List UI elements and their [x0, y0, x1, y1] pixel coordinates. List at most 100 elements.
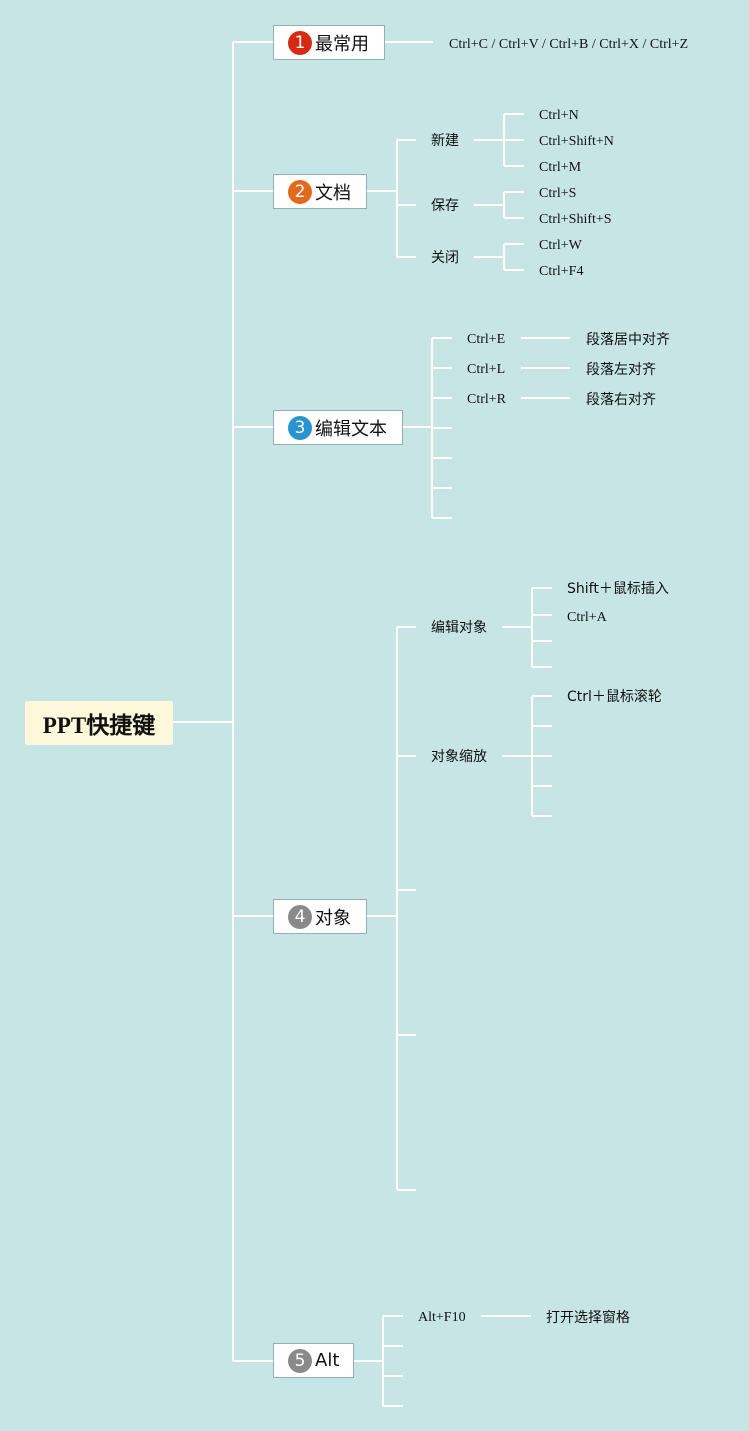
connector-line [532, 614, 552, 616]
connector-line [521, 337, 570, 339]
connector-line [397, 256, 416, 258]
shortcut-label: Ctrl+R [467, 392, 507, 407]
connector-line [233, 41, 273, 43]
shortcut-label: Ctrl+S [539, 186, 577, 201]
root-title: PPT快捷键 [42, 713, 156, 738]
shortcut-label: Ctrl＋鼠标滚轮 [567, 689, 662, 705]
shortcut-description: 打开选择窗格 [546, 1310, 630, 1326]
connector-line [504, 243, 524, 245]
connector-line [396, 627, 398, 1190]
shortcut-label: Ctrl+Shift+N [539, 134, 614, 149]
branch-alt[interactable]: 5 Alt [273, 1343, 354, 1378]
connector-line [397, 204, 416, 206]
connector-line [504, 113, 524, 115]
number-badge-icon: 4 [288, 904, 312, 929]
connector-line [504, 191, 524, 193]
connector-line [232, 42, 234, 1361]
connector-line [382, 1316, 384, 1406]
shortcut-label: Alt+F10 [418, 1310, 466, 1325]
connector-line [385, 41, 433, 43]
group-label-close: 关闭 [431, 250, 459, 266]
connector-line [233, 190, 273, 192]
connector-line [503, 244, 505, 270]
connector-line [432, 457, 452, 459]
connector-line [383, 1345, 403, 1347]
connector-line [521, 367, 570, 369]
shortcut-label: Ctrl+L [467, 362, 506, 377]
connector-line [233, 1360, 273, 1362]
connector-line [396, 140, 398, 257]
shortcut-description: 段落左对齐 [586, 362, 656, 378]
connector-line [532, 666, 552, 668]
connector-line [474, 256, 504, 258]
connector-line [503, 192, 505, 218]
connector-line [474, 204, 504, 206]
connector-line [383, 1375, 403, 1377]
connector-line [383, 1315, 403, 1317]
connector-line [403, 426, 432, 428]
branch-object[interactable]: 4 对象 [273, 899, 367, 934]
connector-line [504, 139, 524, 141]
shortcut-description: 段落居中对齐 [586, 332, 670, 348]
connector-line [502, 626, 532, 628]
connector-line [502, 755, 532, 757]
connector-line [432, 337, 452, 339]
connector-line [397, 139, 416, 141]
connector-line [532, 815, 552, 817]
connector-line [383, 1405, 403, 1407]
group-label-save: 保存 [431, 198, 459, 214]
connector-line [397, 626, 416, 628]
connector-line [367, 190, 397, 192]
branch-title: 编辑文本 [315, 418, 387, 440]
connector-line [233, 426, 273, 428]
connector-line [532, 587, 552, 589]
group-label-new: 新建 [431, 133, 459, 149]
connector-line [432, 397, 452, 399]
connector-line [397, 1189, 416, 1191]
shortcut-label: Ctrl+A [567, 610, 607, 625]
connector-line [531, 588, 533, 667]
connector-line [354, 1360, 383, 1362]
group-label-edit-object: 编辑对象 [431, 620, 487, 636]
connector-line [481, 1315, 531, 1317]
number-badge-icon: 5 [288, 1348, 312, 1373]
shortcut-label: Ctrl+M [539, 160, 582, 175]
shortcut-label: Shift＋鼠标插入 [567, 581, 669, 597]
connector-line [432, 517, 452, 519]
group-label-object-zoom: 对象缩放 [431, 749, 487, 765]
shortcut-label: Ctrl+C / Ctrl+V / Ctrl+B / Ctrl+X / Ctrl… [449, 37, 689, 52]
connector-line [532, 755, 552, 757]
branch-title: Alt [315, 1350, 340, 1371]
branch-title: 文档 [315, 182, 351, 204]
connector-line [432, 487, 452, 489]
branch-title: 最常用 [315, 33, 369, 55]
connector-line [474, 139, 504, 141]
connector-line [173, 721, 233, 723]
connector-line [432, 367, 452, 369]
shortcut-label: Ctrl+E [467, 332, 506, 347]
branch-document[interactable]: 2 文档 [273, 174, 367, 209]
connector-line [397, 889, 416, 891]
shortcut-label: Ctrl+W [539, 238, 582, 253]
branch-title: 对象 [315, 907, 351, 929]
connector-line [532, 725, 552, 727]
shortcut-label: Ctrl+F4 [539, 264, 584, 279]
connector-line [504, 217, 524, 219]
number-badge-icon: 1 [288, 30, 312, 55]
shortcut-label: Ctrl+Shift+S [539, 212, 612, 227]
connector-line [367, 915, 397, 917]
number-badge-icon: 3 [288, 415, 312, 440]
connector-line [504, 165, 524, 167]
connector-line [504, 269, 524, 271]
number-badge-icon: 2 [288, 179, 312, 204]
connector-line [521, 397, 570, 399]
connector-line [432, 427, 452, 429]
connector-line [397, 755, 416, 757]
root-node[interactable]: PPT快捷键 [25, 701, 173, 745]
connector-line [397, 1034, 416, 1036]
branch-most-used[interactable]: 1 最常用 [273, 25, 385, 60]
shortcut-label: Ctrl+N [539, 108, 579, 123]
connector-line [532, 785, 552, 787]
branch-edit-text[interactable]: 3 编辑文本 [273, 410, 403, 445]
